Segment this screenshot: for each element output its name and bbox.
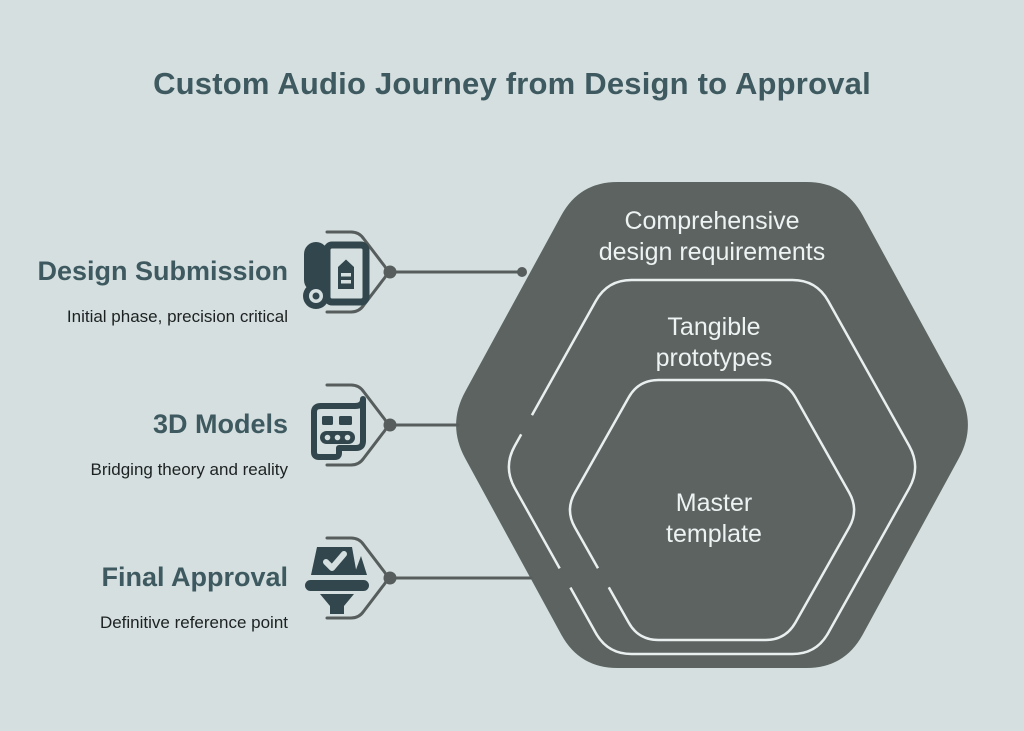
page-title: Custom Audio Journey from Design to Appr… xyxy=(153,66,871,101)
step-2-subtitle: Bridging theory and reality xyxy=(90,460,288,479)
approval-stamp-icon xyxy=(305,547,369,614)
step-3-heading: Final Approval xyxy=(101,562,288,592)
middle-hexagon-label-line1: Tangible xyxy=(667,313,761,341)
step-1-subtitle: Initial phase, precision critical xyxy=(66,307,288,326)
outer-hexagon-label-line2: design requirements xyxy=(598,238,826,266)
step-1-apex-dot xyxy=(383,265,397,279)
outer-hexagon xyxy=(456,182,968,668)
step-1-end-dot xyxy=(517,267,527,277)
inner-outline-gap-lower xyxy=(593,566,613,590)
middle-hexagon-label-line2: prototypes xyxy=(655,344,773,372)
middle-outline-gap-upper xyxy=(517,413,537,437)
middle-hexagon-outline xyxy=(507,278,917,656)
check-icon xyxy=(323,551,347,571)
step-1-heading: Design Submission xyxy=(37,256,288,286)
inner-hexagon-label-line1: Master xyxy=(675,489,753,517)
outline-pass-through-gaps xyxy=(517,413,613,590)
middle-outline-gap-lower xyxy=(555,566,575,590)
inner-hexagon-label-line2: template xyxy=(666,520,762,548)
step-3-subtitle: Definitive reference point xyxy=(99,613,288,632)
inner-hexagon-outline xyxy=(568,378,856,642)
middle-hexagon-label: Tangible prototypes xyxy=(614,312,814,374)
blueprint-document-icon xyxy=(303,241,370,309)
step-2-heading: 3D Models xyxy=(152,409,288,439)
nested-hexagon-outlines xyxy=(507,278,917,656)
outer-hexagon-label: Comprehensive design requirements xyxy=(512,206,912,268)
inner-hexagon-label: Master template xyxy=(614,488,814,550)
step-3-apex-dot xyxy=(383,571,397,585)
outer-hexagon-label-line1: Comprehensive xyxy=(624,207,800,235)
model-scroll-icon xyxy=(311,396,366,460)
connector-dots xyxy=(383,265,527,585)
step-2-apex-dot xyxy=(383,418,397,432)
